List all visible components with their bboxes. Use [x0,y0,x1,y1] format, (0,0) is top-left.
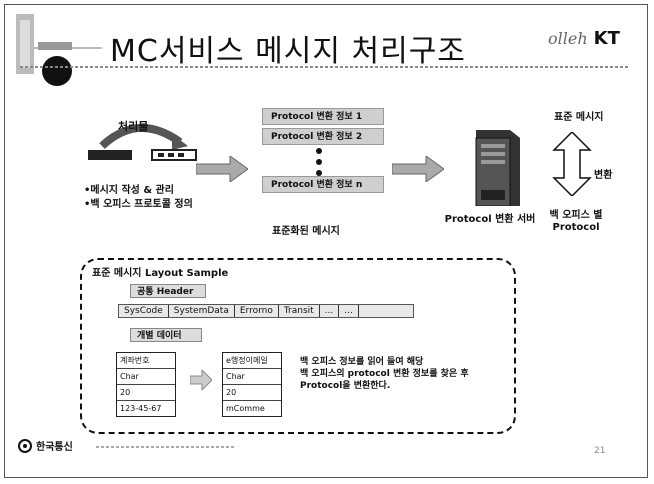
protocol-rule-1: Protocol 변환 정보 1 [262,108,384,125]
card-cell: Char [117,369,175,385]
header-field: Errorno [235,305,279,317]
standardized-message-caption: 표준화된 메시지 [272,226,340,237]
card-cell: 20 [223,385,281,401]
server-icon [475,130,520,206]
field-card-right: e행정이메일 Char 20 mComme [222,352,282,417]
backoffice-label-line: Protocol [552,222,600,233]
brand-emblem-icon [42,56,72,86]
card-cell: 계좌번호 [117,353,175,369]
individual-data-label: 개별 데이터 [130,328,202,342]
conversion-description: 백 오피스 정보를 읽어 들여 해당 백 오피스의 protocol 변환 정보… [300,356,469,392]
footer-divider [96,446,236,448]
backoffice-label-line: 백 오피스 별 [549,210,603,221]
company-emblem-icon [18,438,32,453]
bidirectional-arrow-icon [552,132,592,196]
description-line: 백 오피스 정보를 읽어 들여 해당 [300,357,424,367]
header-field: SysCode [119,305,169,317]
convert-label: 변환 [594,170,613,181]
card-cell: e행정이메일 [223,353,281,369]
card-cell: mComme [226,404,265,413]
protocol-rule-2: Protocol 변환 정보 2 [262,128,384,145]
layout-sample-panel [80,258,516,434]
left-bullet-list: •메시지 작성 & 관리 •백 오피스 프로토콜 정의 [84,184,193,212]
layout-sample-title: 표준 메시지 Layout Sample [92,268,229,279]
header-ornament-graphic [16,14,102,74]
protocol-rule-n: Protocol 변환 정보 n [262,176,384,193]
arc-label: 처리물 [118,120,149,133]
slide-title: MC서비스 메시지 처리구조 [110,34,466,69]
bullet-item: •백 오피스 프로토콜 정의 [84,199,193,210]
card-cell: 20 [117,385,175,401]
flow-arrow-icon [196,156,248,182]
ellipsis-dots-icon [316,148,324,181]
backoffice-protocol-label: 백 오피스 별 Protocol [536,210,616,234]
flow-arrow-icon [392,156,444,182]
slide-frame [4,4,648,478]
bullet-item: •메시지 작성 & 관리 [84,185,174,196]
header-field: ... [339,305,359,317]
small-arrow-icon [190,370,212,390]
field-card-left: 계좌번호 Char 20 123-45-67 [116,352,176,417]
message-flow-arc-icon [88,124,197,161]
page-number: 21 [594,446,606,456]
common-header-label: 공통 Header [130,284,206,298]
kt-logo-script: olleh [548,29,588,48]
kt-logo-mark: KT [593,28,620,49]
header-fields-row: SysCode SystemData Errorno Transit ... .… [118,304,414,318]
card-cell: 123-45-67 [120,404,162,413]
description-line: 백 오피스의 protocol 변환 정보를 찾은 후 [300,369,469,379]
kt-logo: olleh KT [548,28,620,49]
title-divider [20,66,630,68]
footer-company-logo: 한국통신 [18,438,73,453]
header-field: ... [320,305,340,317]
server-label: Protocol 변환 서버 [444,214,536,225]
description-line: Protocol을 변환한다. [300,381,391,391]
header-field: SystemData [169,305,235,317]
standard-message-label: 표준 메시지 [554,112,604,123]
company-name: 한국통신 [36,442,73,453]
card-cell: Char [223,369,281,385]
header-field: Transit [279,305,320,317]
